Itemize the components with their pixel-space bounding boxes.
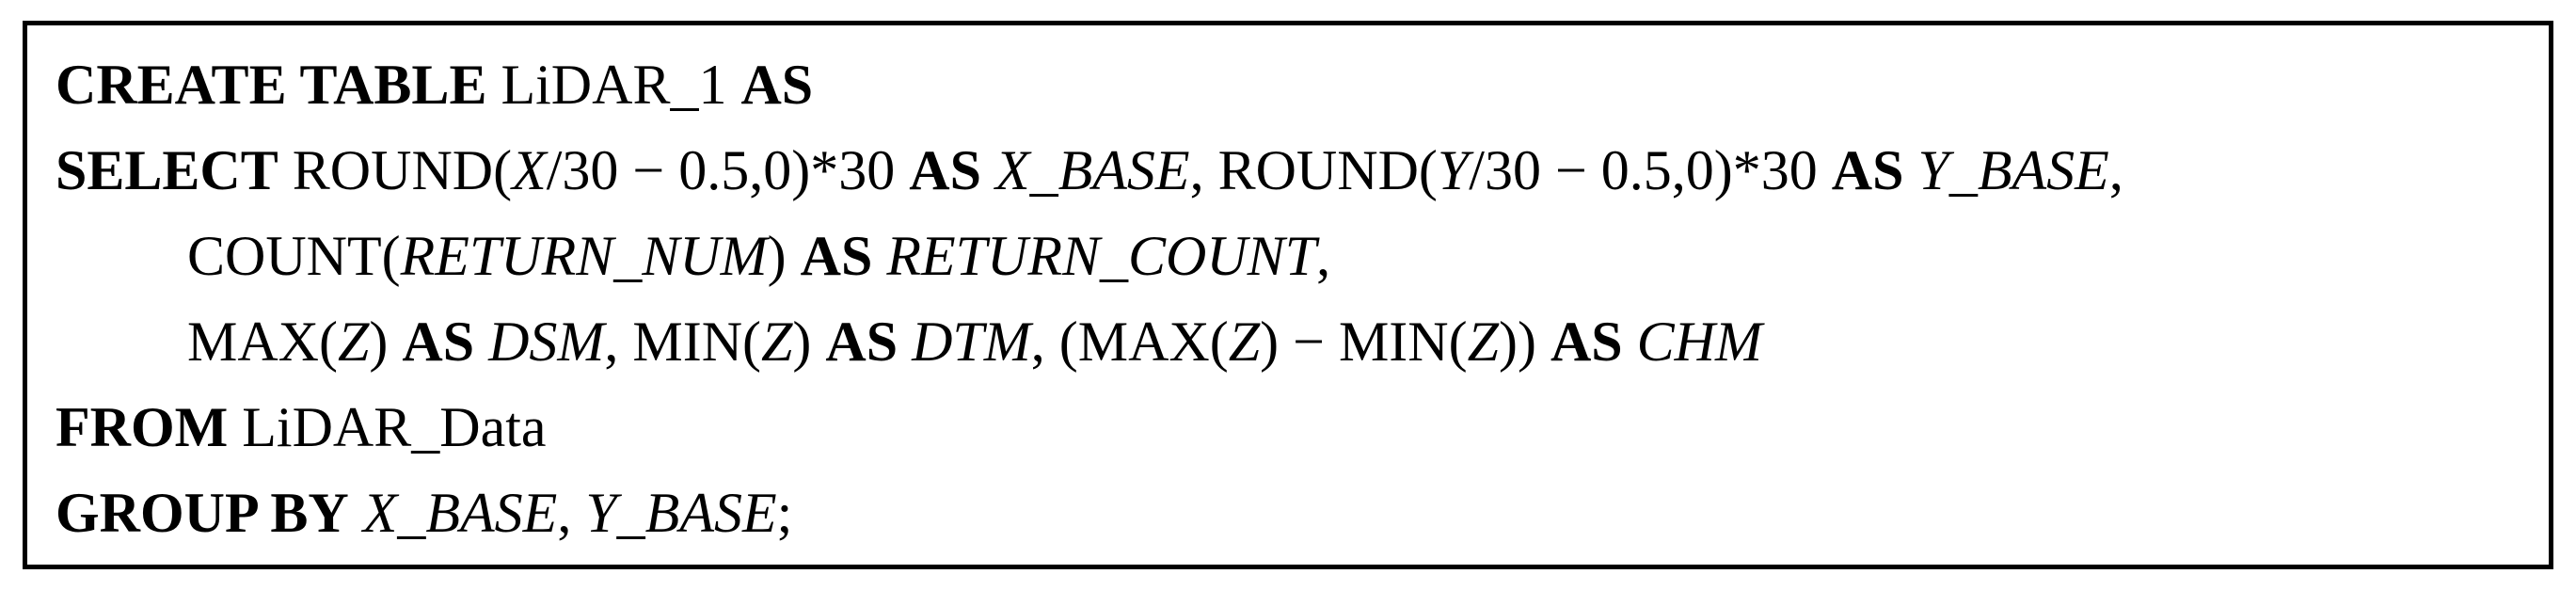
sql-keyword: AS: [800, 225, 873, 287]
sql-text: ): [767, 225, 801, 287]
sql-keyword: AS: [402, 311, 475, 373]
sql-identifier: Y: [1437, 139, 1470, 201]
sql-keyword: SELECT: [56, 139, 278, 201]
sql-text: ;: [776, 482, 793, 544]
sql-identifier: Y_BASE: [1917, 139, 2109, 201]
sql-text: [474, 311, 488, 373]
sql-keyword: AS: [909, 139, 981, 201]
code-line: COUNT(RETURN_NUM) AS RETURN_COUNT,: [56, 214, 2123, 299]
sql-keyword: FROM: [56, 396, 229, 458]
sql-text: , (MAX(: [1030, 311, 1229, 373]
sql-text: COUNT(: [187, 225, 401, 287]
sql-text: [981, 139, 995, 201]
sql-identifier: CHM: [1636, 311, 1762, 373]
sql-identifier: X_BASE: [362, 482, 558, 544]
sql-text: /30 − 0.5,0)*30: [546, 139, 910, 201]
sql-text: ): [369, 311, 403, 373]
sql-text: [1623, 311, 1637, 373]
sql-keyword: AS: [825, 311, 898, 373]
sql-identifier: DTM: [912, 311, 1031, 373]
sql-identifier: Z: [338, 311, 370, 373]
sql-keyword: AS: [1550, 311, 1623, 373]
sql-text: ,: [2108, 139, 2123, 201]
sql-keyword: GROUP BY: [56, 482, 349, 544]
sql-text: /30 − 0.5,0)*30: [1469, 139, 1832, 201]
sql-identifier: X: [512, 139, 547, 201]
sql-text: ,: [1316, 225, 1331, 287]
sql-text: ): [792, 311, 826, 373]
sql-text: LiDAR_Data: [228, 396, 547, 458]
sql-identifier: X_BASE: [994, 139, 1190, 201]
sql-text: [349, 482, 363, 544]
code-line: CREATE TABLE LiDAR_1 AS: [56, 42, 2123, 128]
sql-keyword: AS: [1831, 139, 1904, 201]
sql-text: [1903, 139, 1917, 201]
code-line: SELECT ROUND(X/30 − 0.5,0)*30 AS X_BASE,…: [56, 128, 2123, 214]
sql-text: , MIN(: [604, 311, 762, 373]
sql-text: , ROUND(: [1189, 139, 1438, 201]
sql-keyword: AS: [740, 54, 814, 116]
sql-text: MAX(: [187, 311, 338, 373]
sql-identifier: RETURN_NUM: [400, 225, 768, 287]
sql-identifier: Z: [1228, 311, 1261, 373]
code-line: GROUP BY X_BASE, Y_BASE;: [56, 470, 2123, 556]
sql-identifier: DSM: [488, 311, 605, 373]
code-line: MAX(Z) AS DSM, MIN(Z) AS DTM, (MAX(Z) − …: [56, 299, 2123, 385]
sql-text: [898, 311, 912, 373]
sql-identifier: Z: [761, 311, 793, 373]
sql-text: LiDAR_1: [486, 54, 741, 116]
sql-text: ,: [557, 482, 586, 544]
sql-identifier: Y_BASE: [585, 482, 777, 544]
sql-text: ROUND(: [278, 139, 513, 201]
sql-text: )): [1498, 311, 1550, 373]
sql-identifier: Z: [1467, 311, 1499, 373]
sql-text: ) − MIN(: [1260, 311, 1468, 373]
sql-text: [872, 225, 886, 287]
sql-identifier: RETURN_COUNT: [886, 225, 1317, 287]
sql-keyword: CREATE TABLE: [56, 54, 487, 116]
code-line: FROM LiDAR_Data: [56, 385, 2123, 470]
